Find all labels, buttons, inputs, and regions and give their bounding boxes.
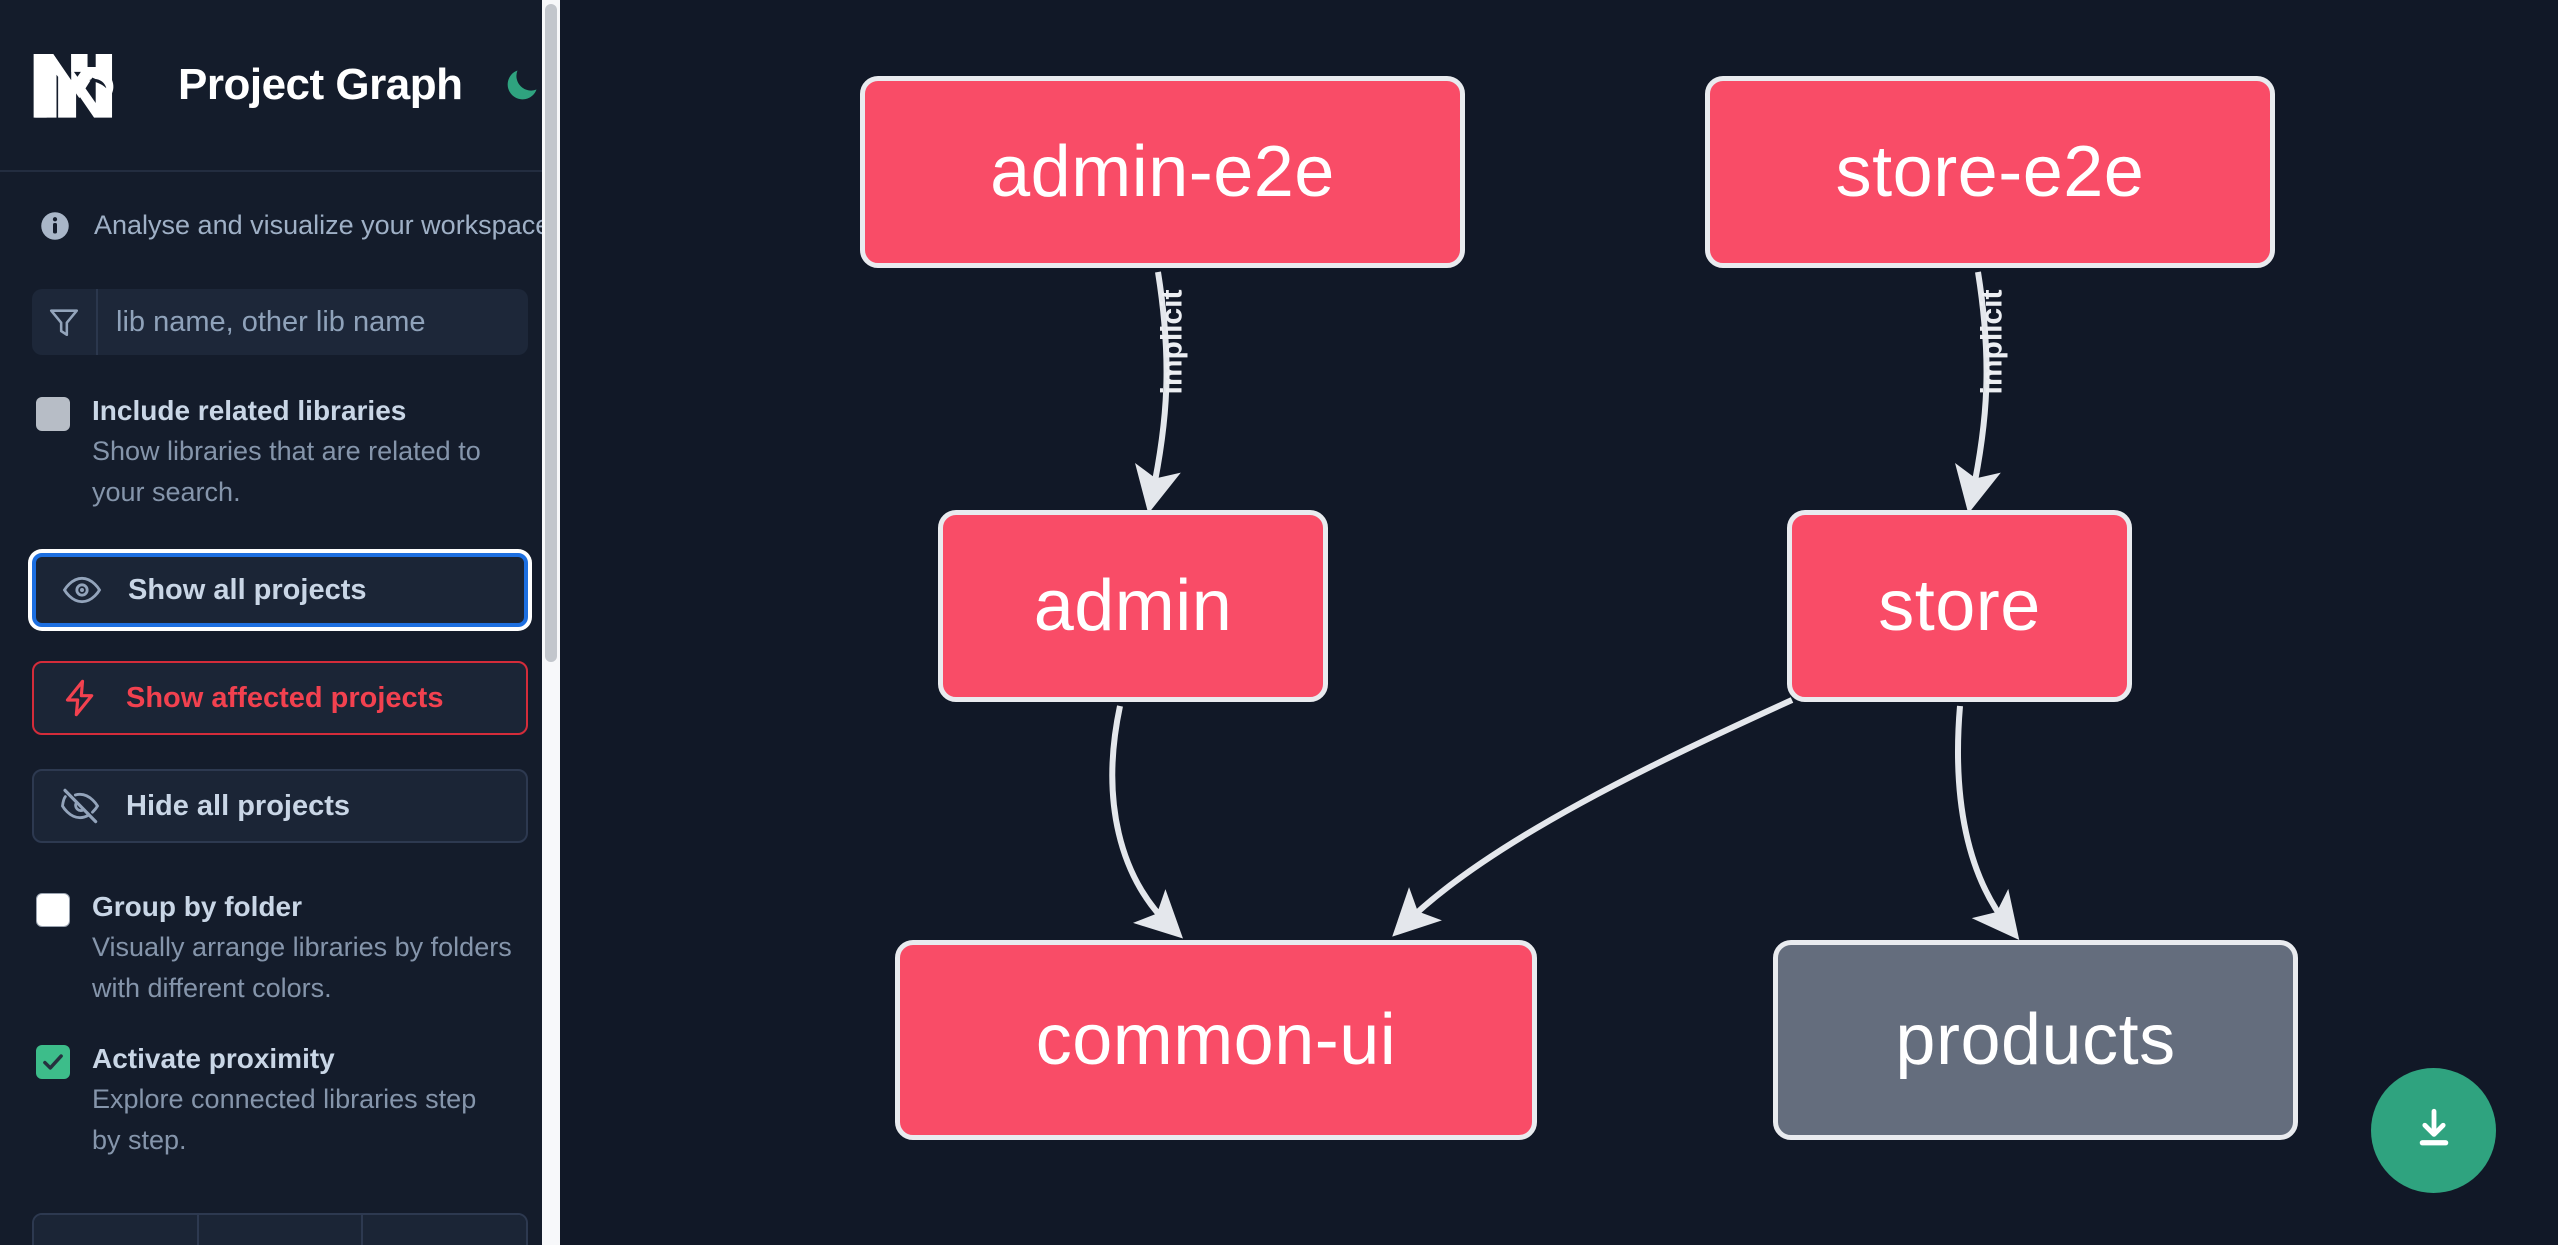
info-circle-icon xyxy=(40,211,70,241)
graph-node-store-e2e[interactable]: store-e2e xyxy=(1705,76,2275,268)
download-icon xyxy=(2409,1104,2459,1157)
edge-store-e2e-to-store xyxy=(1955,271,2001,514)
checkbox-activate-proximity[interactable]: Activate proximity Explore connected lib… xyxy=(32,1039,528,1161)
graph-node-admin-label: admin xyxy=(1033,566,1233,646)
checkbox-group-by-folder-box[interactable] xyxy=(36,893,70,927)
checkbox-group-by-folder-description: Visually arrange libraries by folders wi… xyxy=(92,932,512,1003)
graph-node-store[interactable]: store xyxy=(1787,510,2132,702)
moon-icon[interactable] xyxy=(500,63,544,107)
checkbox-group-by-folder[interactable]: Group by folder Visually arrange librari… xyxy=(32,887,528,1009)
funnel-filter-icon xyxy=(32,289,98,355)
graph-node-common-ui[interactable]: common-ui xyxy=(895,940,1537,1140)
eye-off-icon xyxy=(60,786,100,826)
hide-all-projects-button[interactable]: Hide all projects xyxy=(32,769,528,843)
eye-icon xyxy=(62,570,102,610)
edge-admin-to-common-ui xyxy=(1109,705,1183,939)
checkbox-group-by-folder-label: Group by folder xyxy=(92,891,302,922)
info-banner: Analyse and visualize your workspace. xyxy=(32,172,558,241)
sidebar-scrollbar[interactable] xyxy=(542,0,560,1245)
proximity-step-decrease[interactable] xyxy=(34,1215,199,1245)
graph-edges xyxy=(1109,271,2020,941)
checkbox-activate-proximity-description: Explore connected libraries step by step… xyxy=(92,1084,477,1155)
download-button[interactable] xyxy=(2371,1068,2496,1193)
checkbox-include-related-libraries[interactable]: Include related libraries Show libraries… xyxy=(32,391,528,513)
sidebar-body: Analyse and visualize your workspace. In… xyxy=(0,172,560,1161)
checkbox-include-related-libraries-label: Include related libraries xyxy=(92,395,407,426)
sidebar-scrollbar-thumb[interactable] xyxy=(545,4,557,662)
graph-node-admin[interactable]: admin xyxy=(938,510,1328,702)
lightning-bolt-icon xyxy=(60,678,100,718)
show-affected-projects-button[interactable]: Show affected projects xyxy=(32,661,528,735)
page-title: Project Graph xyxy=(178,60,463,109)
hide-all-projects-label: Hide all projects xyxy=(126,789,351,822)
sidebar-header: Project Graph xyxy=(0,0,560,172)
show-all-projects-label: Show all projects xyxy=(128,573,367,606)
edge-admin-e2e-to-admin xyxy=(1135,271,1181,514)
edge-store-to-common-ui xyxy=(1392,697,1794,937)
checkbox-include-related-libraries-description: Show libraries that are related to your … xyxy=(92,436,481,507)
checkbox-include-related-libraries-box[interactable] xyxy=(36,397,70,431)
checkbox-activate-proximity-box[interactable] xyxy=(36,1045,70,1079)
proximity-step-segmented-control[interactable] xyxy=(32,1213,528,1245)
graph-node-store-label: store xyxy=(1878,566,2041,646)
graph-node-common-ui-label: common-ui xyxy=(1035,1000,1397,1080)
graph-node-admin-e2e[interactable]: admin-e2e xyxy=(860,76,1465,268)
filter-search-box xyxy=(32,289,528,355)
sidebar: Project Graph Analyse and visualize your… xyxy=(0,0,560,1245)
graph-canvas[interactable]: implicit implicit admin-e2e store-e2e ad… xyxy=(560,0,2558,1245)
graph-node-products-label: products xyxy=(1895,1000,2176,1080)
proximity-step-increase[interactable] xyxy=(363,1215,526,1245)
show-affected-projects-label: Show affected projects xyxy=(126,681,444,714)
graph-node-admin-e2e-label: admin-e2e xyxy=(990,132,1335,212)
checkbox-activate-proximity-label: Activate proximity xyxy=(92,1043,335,1074)
edge-store-to-products xyxy=(1955,705,2020,941)
proximity-step-value[interactable] xyxy=(198,1215,364,1245)
show-all-projects-button[interactable]: Show all projects xyxy=(32,553,528,627)
info-text: Analyse and visualize your workspace. xyxy=(94,210,558,240)
graph-node-products[interactable]: products xyxy=(1773,940,2298,1140)
graph-node-store-e2e-label: store-e2e xyxy=(1835,132,2145,212)
nx-logo-icon xyxy=(32,49,130,121)
search-input[interactable] xyxy=(98,289,528,355)
